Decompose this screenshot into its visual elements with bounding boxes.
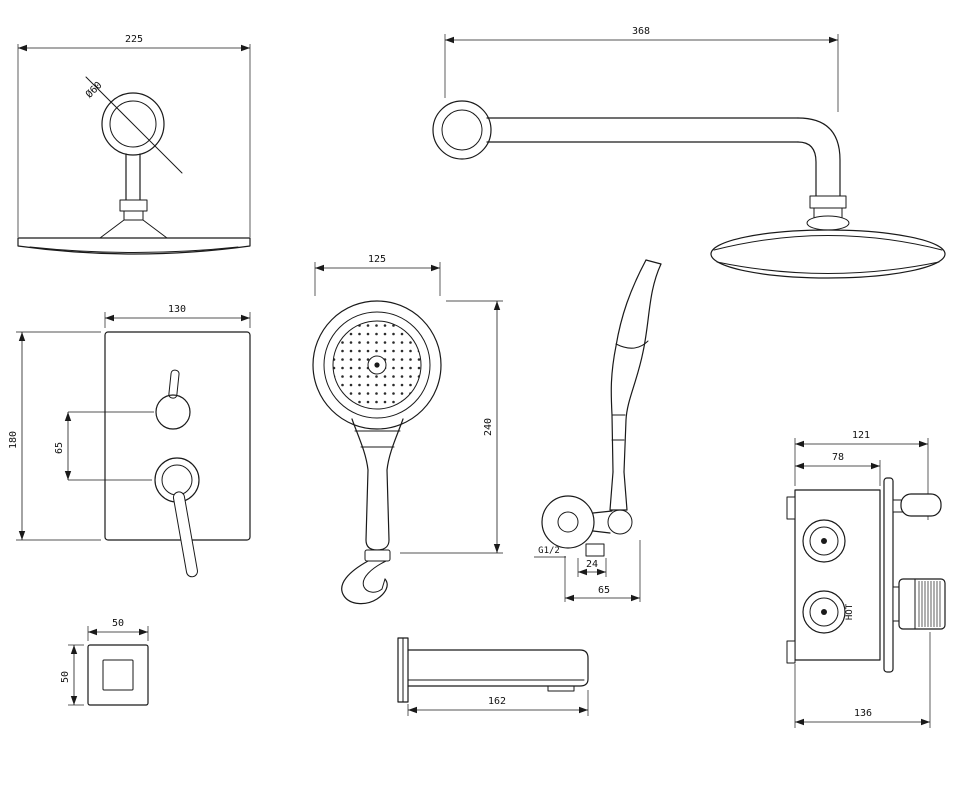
knob-knurling xyxy=(918,581,941,627)
port-upper-inner xyxy=(809,526,839,556)
arm-axis-line xyxy=(85,76,183,174)
diverter-stick xyxy=(168,369,180,399)
ball-joint-inner xyxy=(109,100,157,148)
ball-joint-outer xyxy=(101,92,165,156)
lever-handle xyxy=(172,491,198,578)
dim-label-body-width: 78 xyxy=(832,452,844,463)
escutcheon-inner xyxy=(102,659,134,691)
head-nut xyxy=(809,195,847,209)
hose-nut xyxy=(364,549,391,562)
head-disc-rim xyxy=(29,246,239,253)
view-hand-shower-side: G1/2 24 65 xyxy=(534,259,662,602)
dim-label-head-width: 225 xyxy=(125,34,143,45)
view-mixer-trim-front: 130 180 65 xyxy=(8,304,251,578)
dim-label-valve-width: 121 xyxy=(852,430,870,441)
view-square-escutcheon: 50 50 xyxy=(60,618,149,706)
head-disc-outline xyxy=(17,237,251,255)
port-upper-center xyxy=(821,538,827,544)
dim-label-arm-length: 368 xyxy=(632,26,650,37)
dim-label-spout-length: 162 xyxy=(488,696,506,707)
wand-top-cap xyxy=(645,259,662,265)
dim-label-reach: 65 xyxy=(598,585,610,596)
holder-cradle xyxy=(607,509,633,535)
port-lower-inner xyxy=(809,597,839,627)
dim-label-plate-width: 130 xyxy=(168,304,186,315)
thread-label: G1/2 xyxy=(538,546,560,556)
holder-arm-top xyxy=(592,510,613,514)
escutcheon-outer xyxy=(87,644,149,706)
center-dot xyxy=(374,362,380,368)
wall-flange-outer xyxy=(432,100,492,160)
mount-cone xyxy=(99,219,168,239)
connector-collar xyxy=(123,210,144,221)
head-inner-ring xyxy=(323,311,431,419)
wand-handle-end xyxy=(609,471,628,511)
connector-nut xyxy=(119,199,148,212)
dim-label-plate-height: 180 xyxy=(8,431,19,449)
head-dome-top xyxy=(713,235,943,251)
arm-bend-outer xyxy=(797,117,841,197)
hose-end xyxy=(381,578,386,590)
inlet-fitting xyxy=(585,543,605,557)
hot-label: HOT xyxy=(845,603,855,620)
view-hand-shower-front: 125 240 xyxy=(312,254,503,605)
trim-plate xyxy=(104,331,251,541)
head-outer-ring xyxy=(312,300,442,430)
lever-base xyxy=(161,464,193,496)
holder-flange-inner xyxy=(557,511,579,533)
dim-label-head-diameter: 125 xyxy=(368,254,386,265)
arm-bend-inner xyxy=(797,141,817,197)
dim-label-handle-spacing: 65 xyxy=(54,442,65,454)
spout-body xyxy=(407,649,589,687)
holder-arm-bottom xyxy=(592,530,611,534)
handle-outline xyxy=(351,418,404,551)
port-lower-center xyxy=(821,609,827,615)
head-dome-rim xyxy=(716,261,940,274)
dim-label-escutcheon-height: 50 xyxy=(60,671,71,683)
mount-tab-bottom xyxy=(786,640,796,664)
view-spout-side: 162 xyxy=(397,637,589,716)
hose-inner xyxy=(362,560,387,593)
trim-plate-edge xyxy=(883,477,894,673)
port-upper-outer xyxy=(802,519,846,563)
view-valve-body-side: 121 78 HOT 136 xyxy=(786,430,946,728)
wand-left-edge xyxy=(610,259,647,473)
holder-flange-outer xyxy=(541,495,595,549)
handle-knob xyxy=(900,493,942,517)
dim-label-total-height: 240 xyxy=(483,418,494,436)
mount-tab-top xyxy=(786,496,796,520)
view-shower-arm-side: 368 xyxy=(432,26,946,279)
head-dome-outline xyxy=(710,229,946,279)
spout-aerator xyxy=(547,685,575,692)
wand-right-edge xyxy=(623,263,662,473)
valve-body xyxy=(794,489,881,661)
head-cap xyxy=(806,215,850,231)
dim-label-valve-depth: 136 xyxy=(854,708,872,719)
port-lower-outer xyxy=(802,590,846,634)
diverter-escutcheon xyxy=(155,394,191,430)
view-overhead-shower-front: 225 Ø60 xyxy=(17,34,251,255)
hose-outer xyxy=(341,560,388,605)
wand-face-line xyxy=(615,340,649,349)
dim-label-escutcheon-width: 50 xyxy=(112,618,124,629)
wall-flange-inner xyxy=(441,109,483,151)
dim-label-inlet-offset: 24 xyxy=(586,559,598,570)
dim-label-arm-diameter: Ø60 xyxy=(83,79,104,100)
